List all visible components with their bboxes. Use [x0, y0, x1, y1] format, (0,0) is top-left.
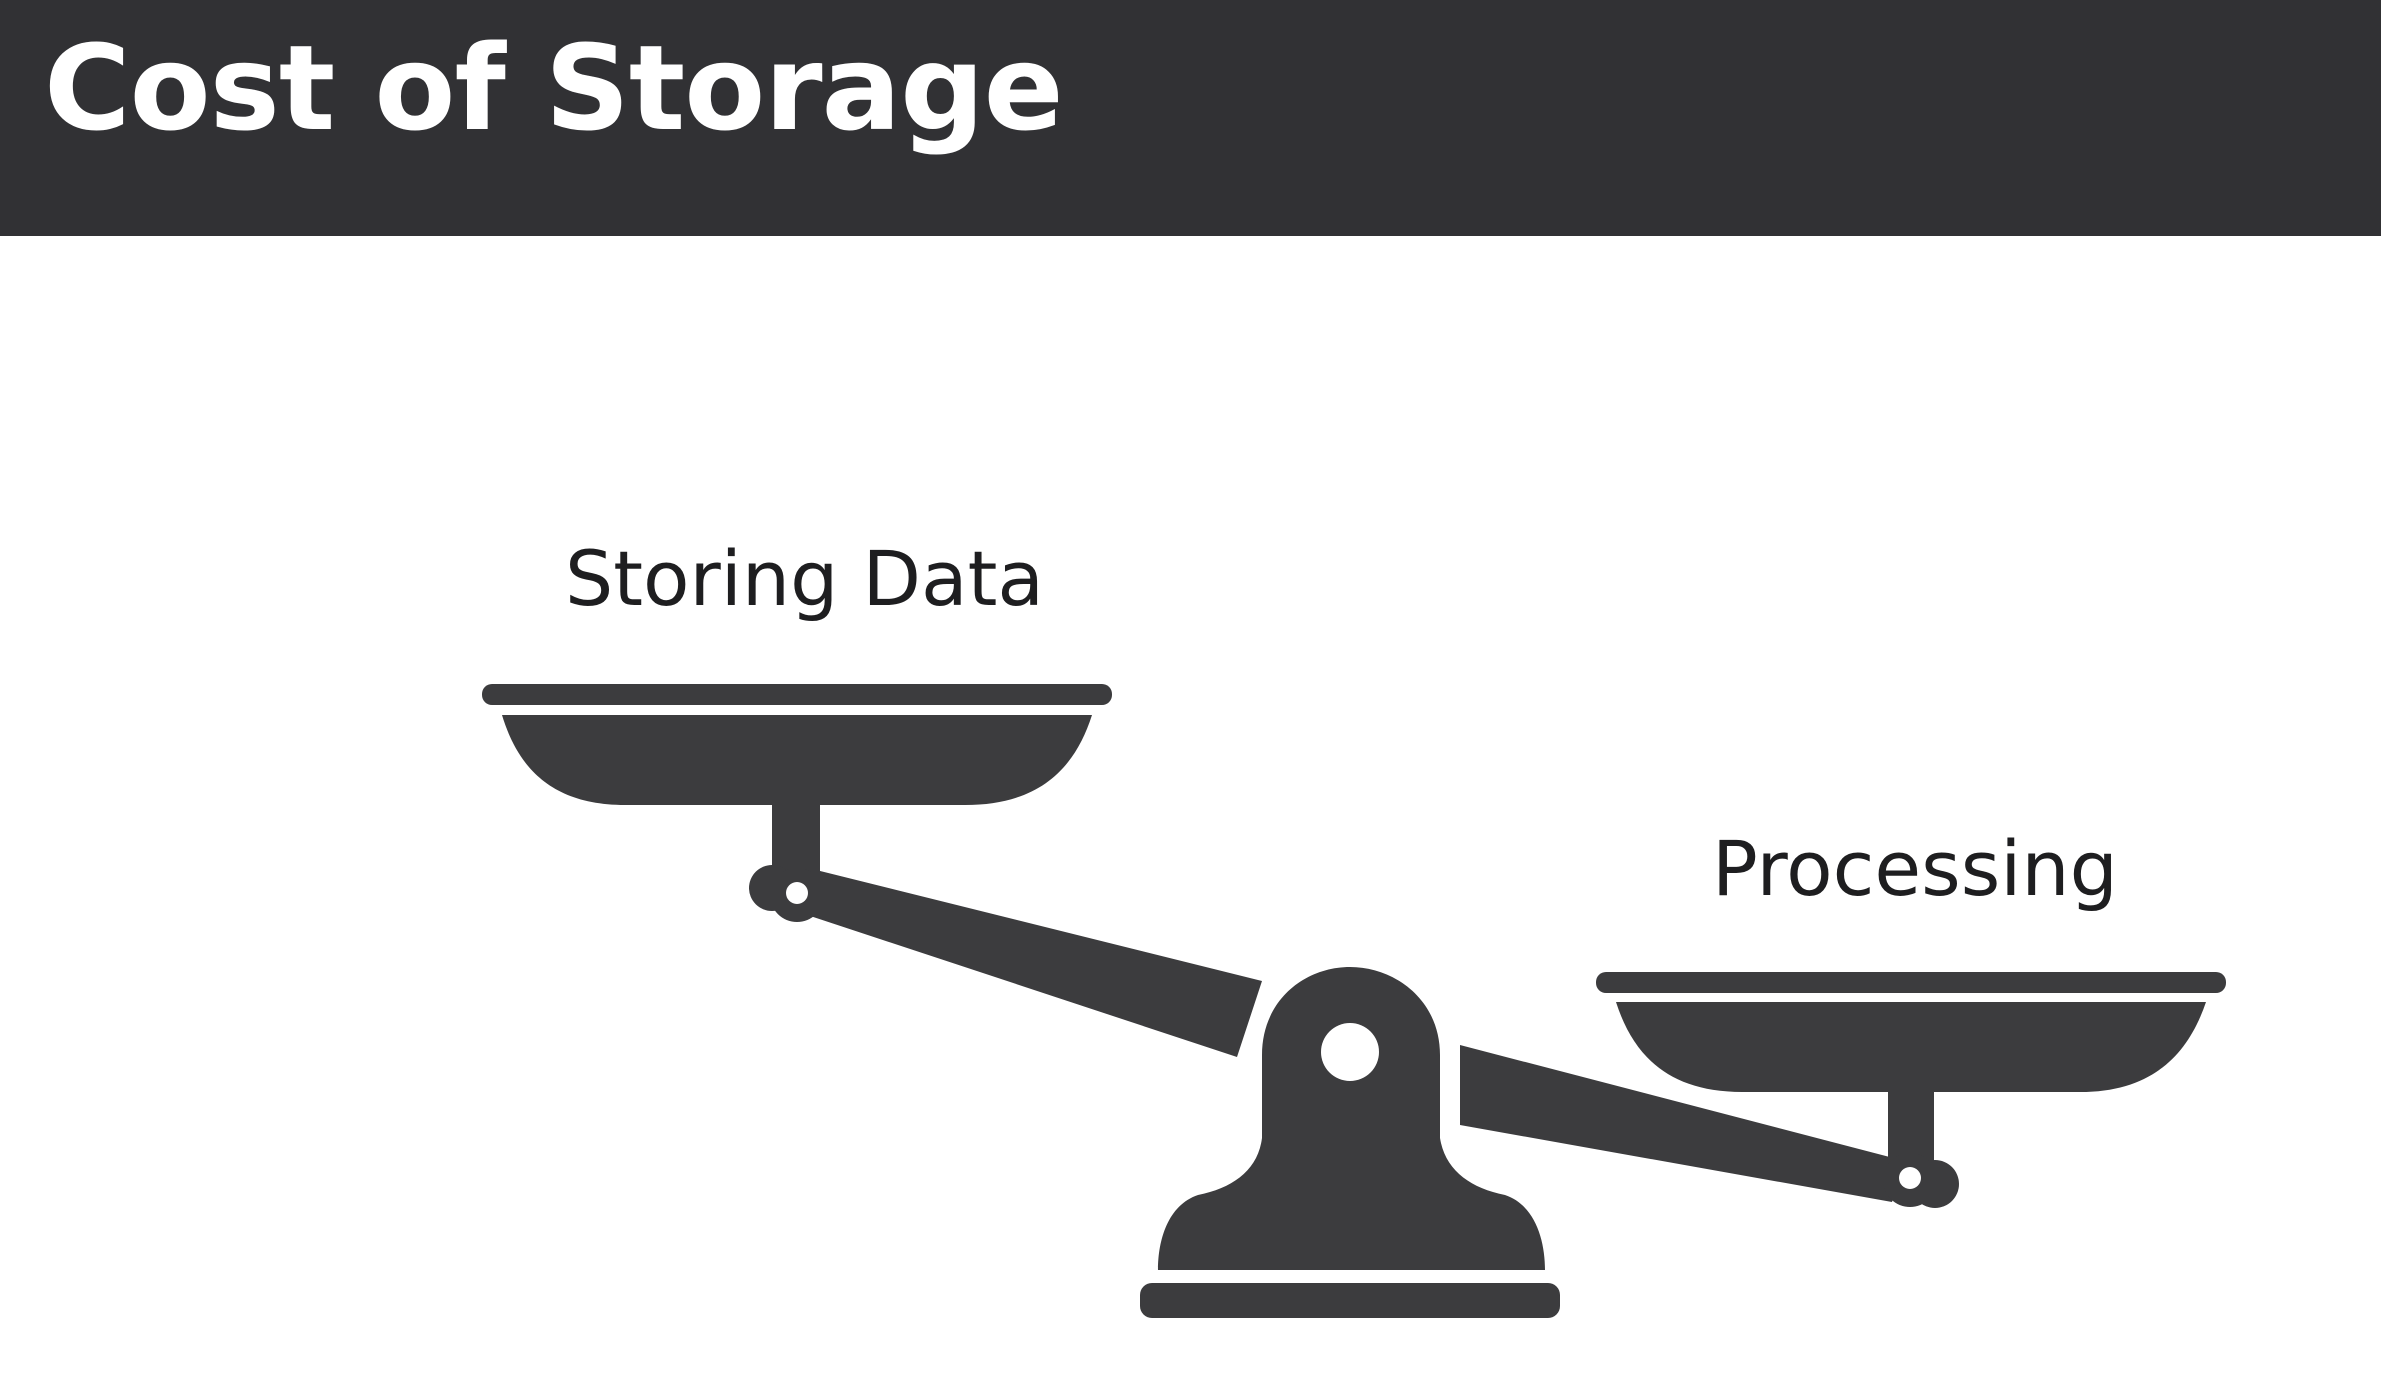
left-pan-bowl — [502, 715, 1092, 805]
slide-title: Cost of Storage — [44, 19, 1064, 157]
left-pan-label: Storing Data — [565, 534, 1044, 623]
fulcrum-base — [1140, 1283, 1560, 1318]
right-pan-label: Processing — [1712, 824, 2118, 913]
title-bar: Cost of Storage — [0, 0, 2381, 236]
right-pan-bowl — [1616, 1002, 2206, 1092]
right-pivot-hole — [1899, 1167, 1921, 1189]
left-beam — [780, 862, 1262, 1057]
right-pivot-joint — [1911, 1160, 1959, 1208]
left-pan-rim — [482, 684, 1112, 705]
left-pivot-hole — [786, 882, 808, 904]
right-beam — [1460, 1045, 1905, 1202]
fulcrum-hole — [1321, 1023, 1379, 1081]
fulcrum-body — [1158, 967, 1545, 1270]
right-pan-rim — [1596, 972, 2226, 993]
